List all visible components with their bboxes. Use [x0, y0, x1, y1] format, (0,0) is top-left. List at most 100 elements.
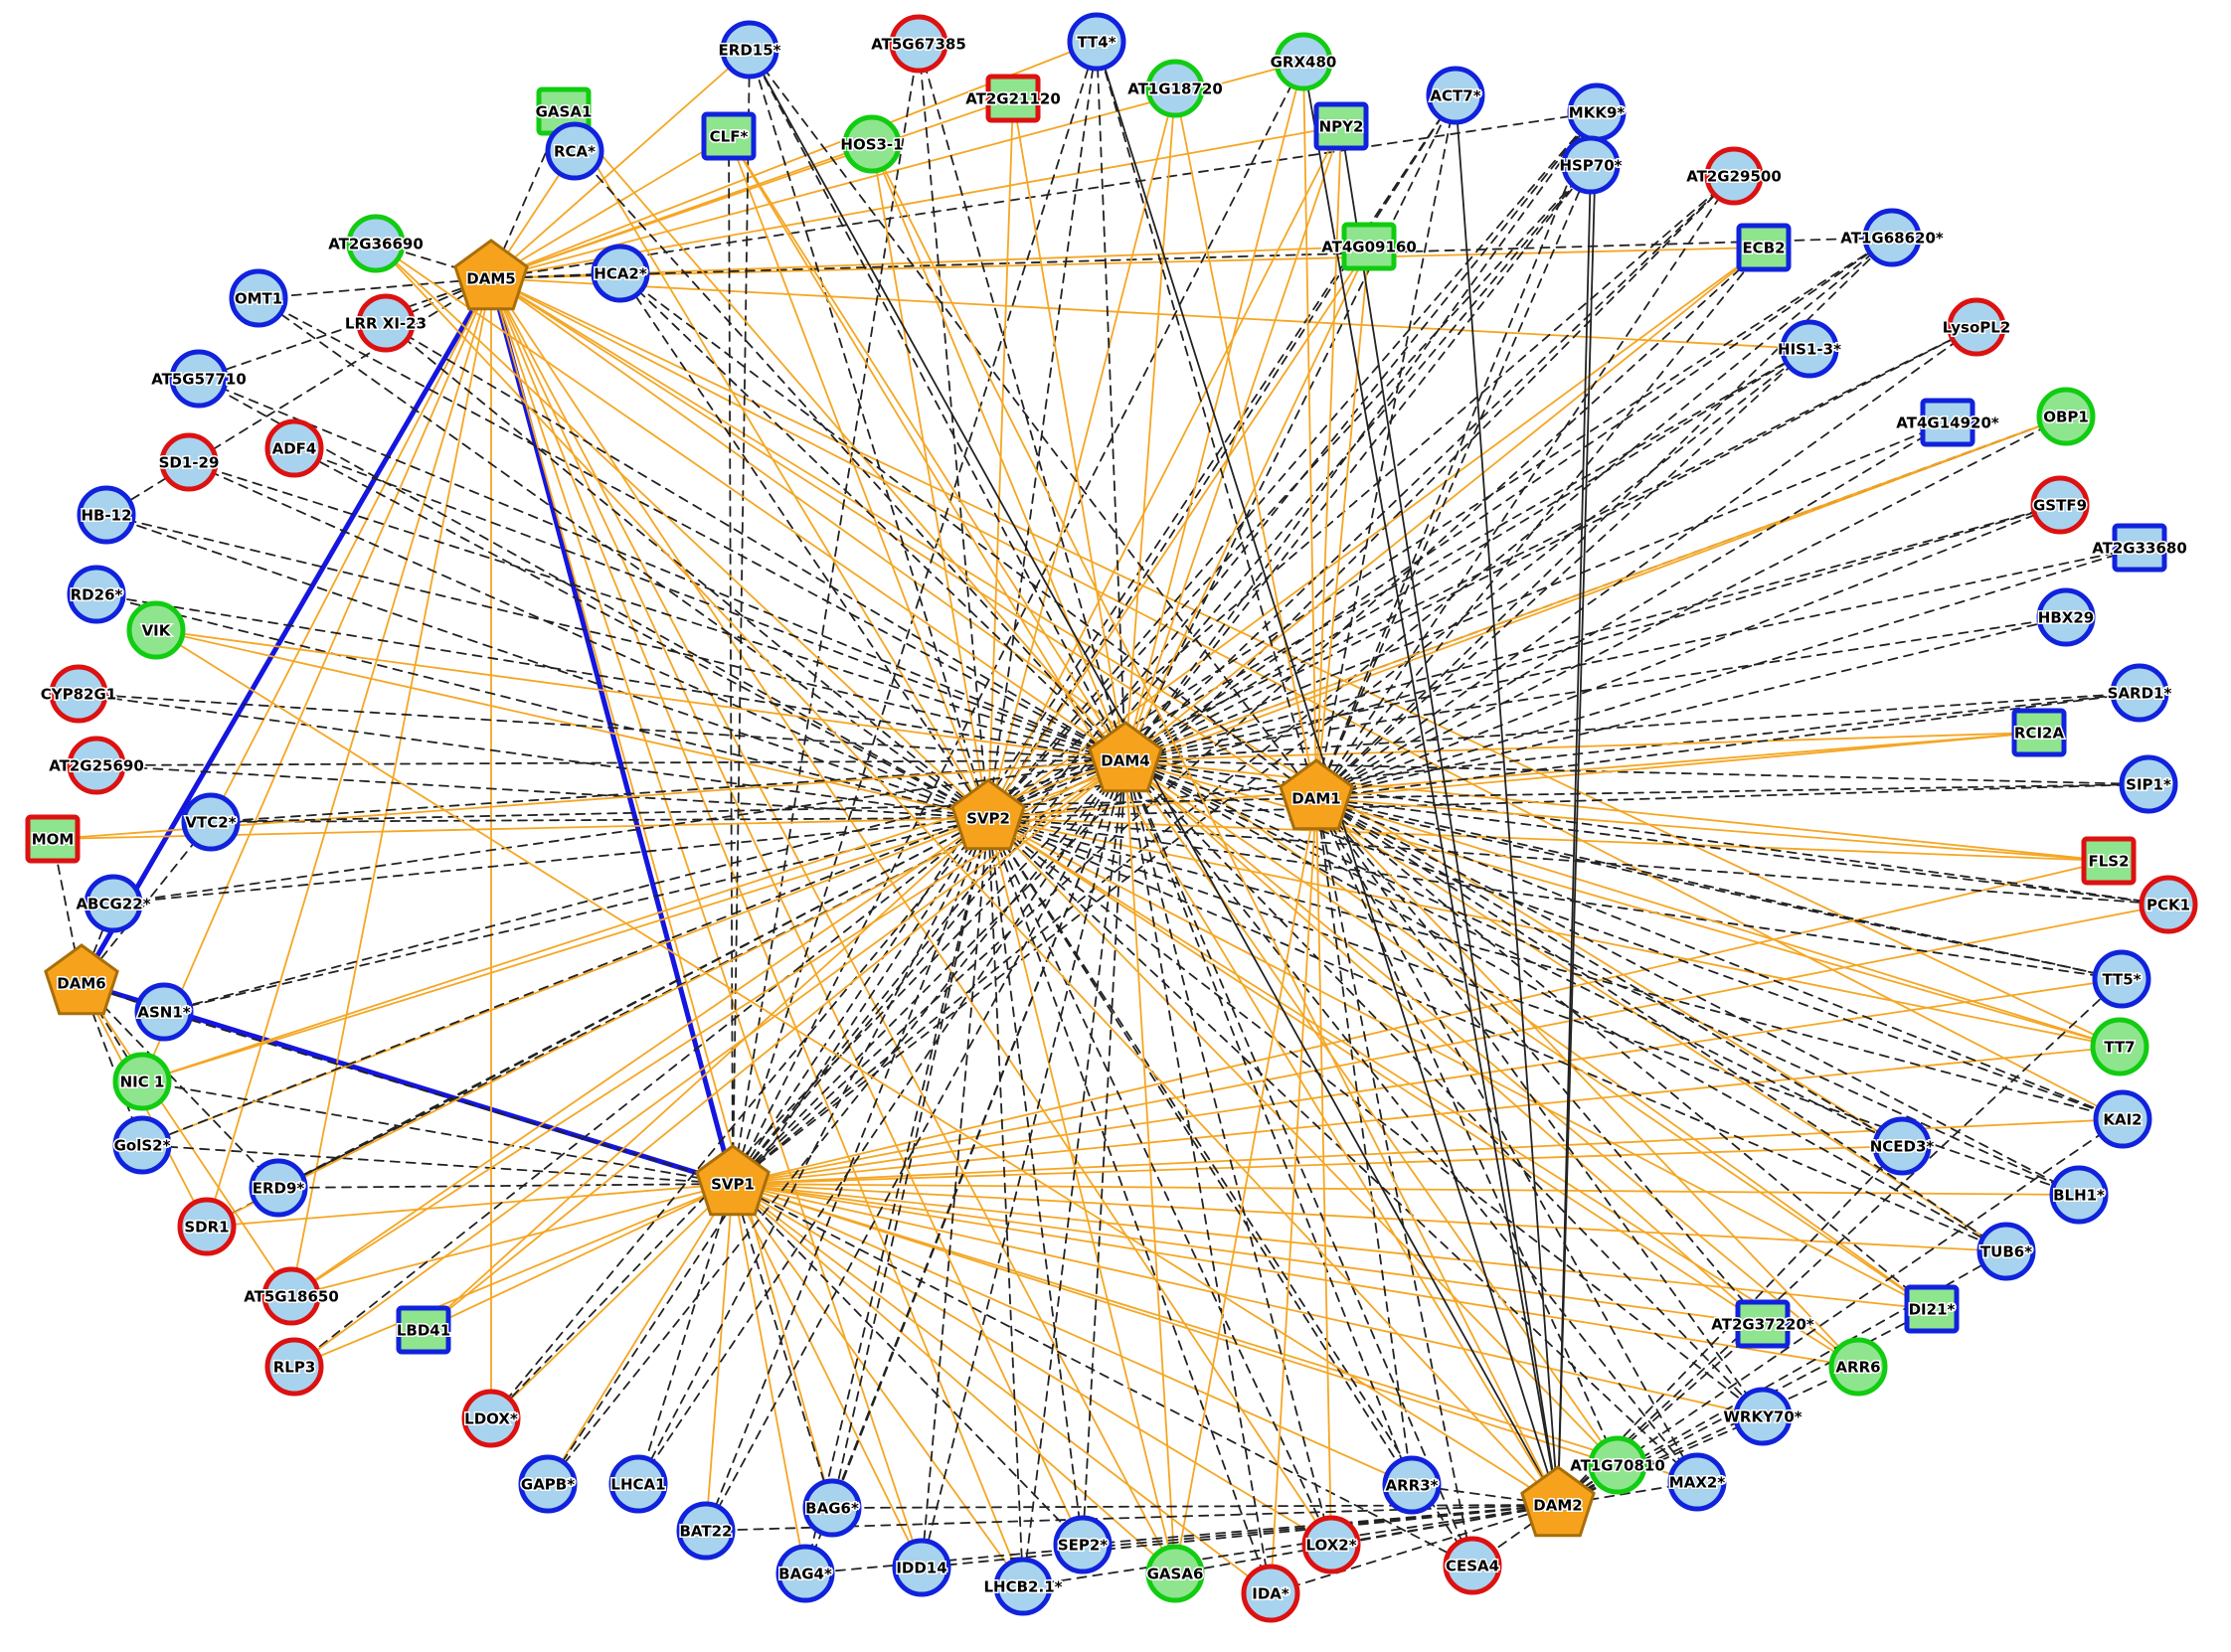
node-arr6[interactable]	[1828, 1337, 1888, 1397]
edge-svp2-di21	[987, 817, 1933, 1310]
node-omt1[interactable]	[229, 268, 288, 328]
node-rci2a[interactable]	[2011, 708, 2067, 757]
node-abcg22[interactable]	[84, 874, 143, 933]
node-max2[interactable]	[1667, 1452, 1727, 1512]
node-at2g29500[interactable]	[1704, 146, 1764, 206]
node-hsp70[interactable]	[1561, 135, 1621, 195]
node-gapb[interactable]	[518, 1454, 578, 1514]
node-at4g09160[interactable]	[1341, 222, 1397, 271]
node-at2g25690[interactable]	[67, 736, 126, 795]
node-dam6[interactable]	[44, 943, 119, 1016]
node-lox2[interactable]	[1301, 1515, 1361, 1574]
edge-svp1-tt4	[732, 41, 1098, 1185]
node-tub6[interactable]	[1976, 1222, 2036, 1281]
node-hb-12[interactable]	[77, 485, 136, 545]
node-sd1-29[interactable]	[159, 432, 219, 492]
node-adf4[interactable]	[264, 418, 324, 478]
node-act7[interactable]	[1426, 66, 1485, 125]
node-at2g21120[interactable]	[985, 74, 1041, 123]
node-di21[interactable]	[1904, 1284, 1960, 1334]
node-sip1[interactable]	[2119, 754, 2178, 814]
edge-dam2-npy2	[1340, 125, 1559, 1506]
edge-svp2-lhca1	[637, 817, 989, 1485]
node-hca2[interactable]	[591, 244, 650, 303]
node-at2g37220[interactable]	[1735, 1299, 1791, 1349]
node-hbx29[interactable]	[2036, 587, 2096, 647]
node-sdr1[interactable]	[177, 1197, 237, 1256]
node-mkk9[interactable]	[1567, 83, 1627, 142]
node-at5g18650[interactable]	[261, 1266, 321, 1326]
node-at1g68620[interactable]	[1862, 208, 1922, 267]
node-lbd41[interactable]	[396, 1305, 451, 1355]
node-sep2[interactable]	[1053, 1515, 1113, 1574]
node-blh1[interactable]	[2049, 1165, 2109, 1225]
node-hos3-1[interactable]	[842, 114, 902, 174]
node-wrky70[interactable]	[1733, 1387, 1793, 1446]
edge-svp2-wrky70	[987, 817, 1764, 1417]
node-gstf9[interactable]	[2030, 475, 2090, 535]
node-pck1[interactable]	[2139, 875, 2198, 934]
node-lrr-xi-23[interactable]	[356, 293, 416, 353]
node-svp1[interactable]	[695, 1144, 771, 1217]
edge-dam4-lrr-xi-23	[385, 322, 1126, 761]
node-grx480[interactable]	[1274, 32, 1333, 91]
node-his1-3[interactable]	[1780, 319, 1839, 379]
node-lysopl2[interactable]	[1947, 297, 2006, 357]
node-vik[interactable]	[126, 600, 186, 660]
edge-dam4-idd14	[921, 759, 1126, 1569]
node-at5g67385[interactable]	[889, 14, 948, 74]
node-at5g57710[interactable]	[169, 349, 229, 409]
node-asn1[interactable]	[134, 982, 194, 1042]
node-bat22[interactable]	[676, 1501, 736, 1561]
node-ldox[interactable]	[461, 1389, 521, 1448]
node-dam2[interactable]	[1520, 1465, 1596, 1538]
node-cesa4[interactable]	[1443, 1536, 1502, 1595]
node-dam5[interactable]	[453, 239, 529, 311]
node-nic-1[interactable]	[112, 1052, 172, 1111]
node-rd26[interactable]	[67, 565, 126, 624]
node-erd9[interactable]	[249, 1158, 308, 1218]
node-bag6[interactable]	[802, 1478, 862, 1538]
node-at4g14920[interactable]	[1920, 398, 1975, 447]
edge-svp1-at5g18650	[290, 1183, 734, 1297]
node-dam1[interactable]	[1279, 758, 1354, 831]
node-ecb2[interactable]	[1736, 223, 1792, 272]
edge-dam4-rd26	[95, 593, 1126, 761]
node-dam4[interactable]	[1088, 721, 1163, 793]
edge-dam2-lhcb2-1	[1022, 1504, 1559, 1587]
node-lhcb2-1[interactable]	[993, 1557, 1053, 1616]
edge-dam4-grx480	[1124, 61, 1304, 761]
node-fls2[interactable]	[2081, 836, 2137, 886]
node-mom[interactable]	[25, 814, 81, 864]
node-arr3[interactable]	[1382, 1455, 1442, 1515]
edge-dam1-sip1	[1315, 783, 2149, 799]
node-nced3[interactable]	[1872, 1116, 1932, 1176]
node-npy2[interactable]	[1313, 101, 1369, 151]
node-gols2[interactable]	[112, 1115, 172, 1175]
node-obp1[interactable]	[2036, 387, 2096, 446]
node-at1g18720[interactable]	[1145, 59, 1205, 118]
node-at2g33680[interactable]	[2112, 523, 2167, 573]
node-svp2[interactable]	[950, 778, 1026, 851]
edge-svp1-gasa6	[732, 1183, 1176, 1574]
node-rlp3[interactable]	[264, 1337, 324, 1397]
node-at1g70810[interactable]	[1588, 1435, 1647, 1495]
node-sard1[interactable]	[2110, 663, 2169, 723]
node-cyp82g1[interactable]	[49, 664, 108, 724]
node-tt4[interactable]	[1067, 12, 1126, 72]
edge-dam4-hos3-1	[871, 143, 1126, 761]
node-at2g36690[interactable]	[346, 214, 406, 273]
node-vtc2[interactable]	[181, 792, 241, 852]
node-rca[interactable]	[545, 121, 604, 181]
node-tt7[interactable]	[2090, 1017, 2149, 1076]
edge-svp2-bag6	[831, 817, 989, 1509]
node-clf[interactable]	[701, 111, 757, 161]
node-gasa6[interactable]	[1145, 1544, 1205, 1603]
node-bag4[interactable]	[775, 1544, 835, 1603]
node-ida[interactable]	[1241, 1564, 1300, 1623]
node-tt5[interactable]	[2092, 949, 2151, 1009]
node-idd14[interactable]	[892, 1538, 951, 1597]
node-lhca1[interactable]	[608, 1454, 668, 1514]
node-erd15[interactable]	[720, 20, 779, 80]
node-kai2[interactable]	[2093, 1089, 2152, 1149]
